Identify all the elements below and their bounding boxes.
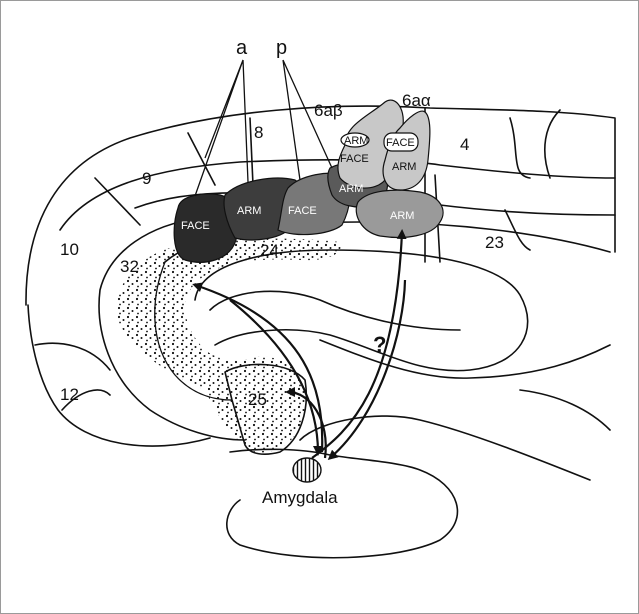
area-label-8: 8 (254, 123, 263, 142)
area-label-32: 32 (120, 257, 139, 276)
amygdala-label: Amygdala (262, 488, 338, 507)
motor-label-face-p: FACE (288, 205, 317, 217)
motor-label-arm-6ab: ARM (344, 135, 368, 147)
area-label-24: 24 (260, 241, 279, 260)
motor-label-arm-rear: ARM (390, 210, 414, 222)
question-mark: ? (373, 332, 386, 357)
motor-label-arm-6aa: ARM (392, 161, 416, 173)
motor-label-face-6ab: FACE (340, 153, 369, 165)
projection-a-lines (195, 60, 248, 196)
hemisphere-outline (26, 106, 615, 446)
motor-label-face-a: FACE (181, 220, 210, 232)
motor-label-arm-p: ARM (339, 183, 363, 195)
area-label-4: 4 (460, 135, 469, 154)
temporal-line (300, 416, 590, 480)
motor-label-face-6aa: FACE (386, 137, 415, 149)
area-label-10: 10 (60, 240, 79, 259)
projection-label-p: p (276, 37, 287, 59)
projection-label-a: a (236, 37, 248, 59)
motor-label-arm-a: ARM (237, 205, 261, 217)
amygdala-marker (293, 458, 321, 482)
posterior-gyri (505, 110, 560, 250)
area-label-12: 12 (60, 385, 79, 404)
projection-p-lines (283, 60, 332, 180)
callosal-inner (195, 250, 528, 371)
fornix-line (210, 291, 460, 330)
stippled-cingulate-region (117, 239, 341, 453)
area-label-6ab: 6aβ (314, 101, 343, 120)
area-label-9: 9 (142, 169, 151, 188)
area-label-6aa: 6aα (402, 91, 431, 110)
area-label-23: 23 (485, 233, 504, 252)
area-label-25: 25 (248, 390, 267, 409)
